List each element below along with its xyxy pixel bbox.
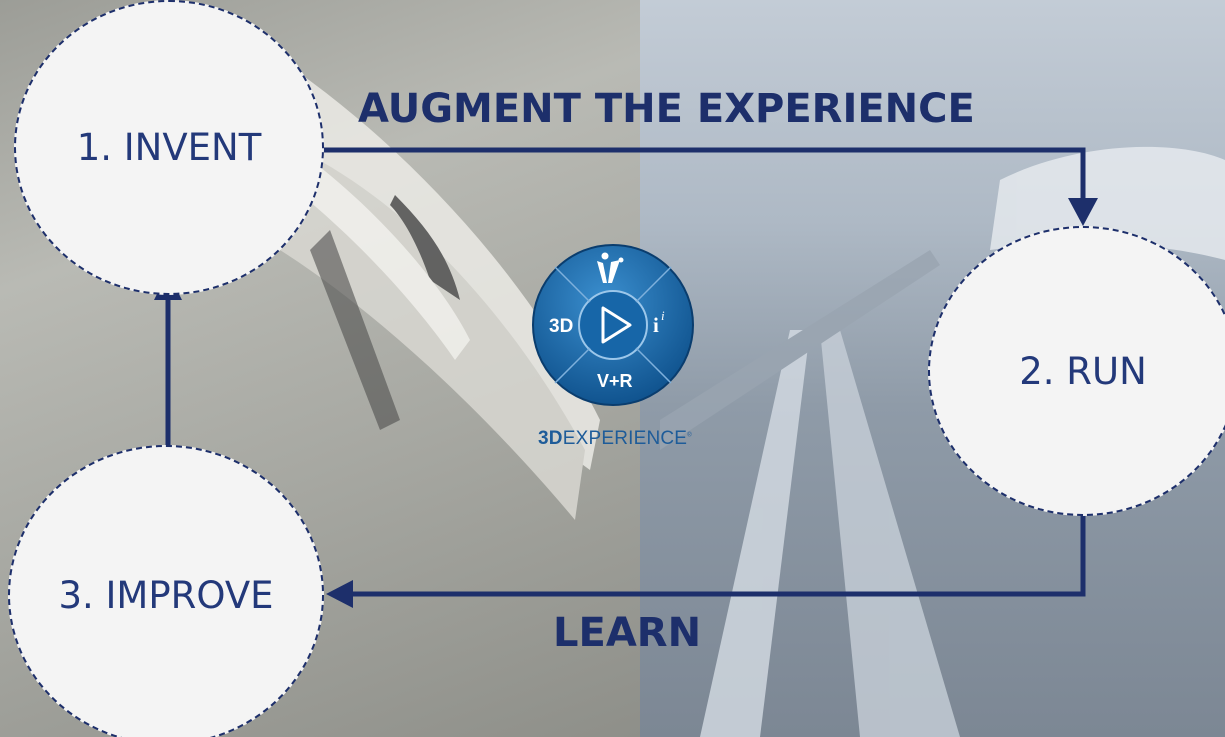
- node-invent: 1. INVENT: [14, 0, 324, 295]
- logo-wordmark-rest: EXPERIENCE: [562, 428, 688, 449]
- logo-wordmark-bold: 3D: [538, 428, 563, 449]
- logo-i-superscript: i: [661, 308, 665, 323]
- logo-wordmark-mark: ®: [687, 432, 692, 439]
- train-right-illustration: [660, 146, 1225, 737]
- compass-logo: 3D i i V+R: [532, 244, 694, 406]
- node-improve: 3. IMPROVE: [8, 445, 324, 737]
- logo-i-label: i: [653, 313, 659, 337]
- logo-wordmark: 3DEXPERIENCE®: [538, 428, 692, 450]
- play-icon: [601, 306, 632, 344]
- edge-label-learn: LEARN: [553, 610, 702, 656]
- connector-run-to-improve: [326, 512, 1086, 608]
- node-run: 2. RUN: [928, 226, 1225, 516]
- edge-label-augment: AUGMENT THE EXPERIENCE: [358, 86, 975, 132]
- node-improve-label: 3. IMPROVE: [58, 573, 274, 617]
- arrowhead-down: [1068, 198, 1098, 226]
- connector-improve-to-invent: [154, 272, 182, 450]
- node-run-label: 2. RUN: [1019, 349, 1147, 393]
- connector-invent-to-run: [320, 147, 1098, 226]
- logo-vr-label: V+R: [597, 371, 633, 391]
- node-invent-label: 1. INVENT: [76, 126, 262, 169]
- arrowhead-left: [326, 580, 353, 608]
- person-icon: [597, 252, 624, 283]
- logo-3d-label: 3D: [549, 316, 573, 337]
